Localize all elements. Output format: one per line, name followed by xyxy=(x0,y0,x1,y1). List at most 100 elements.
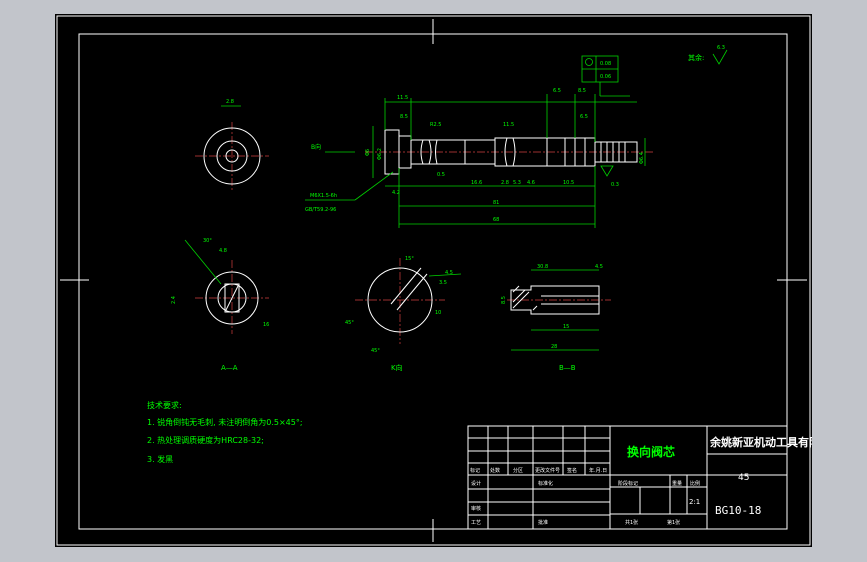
a-view-label: A—A xyxy=(221,364,238,372)
tb-role-design: 设计 xyxy=(471,480,481,487)
tolerance-row1-value: 0.08 xyxy=(600,61,611,67)
k-view-label: K向 xyxy=(391,363,403,372)
tb-material: 45 xyxy=(738,473,749,483)
tb-header-3: 分区 xyxy=(513,467,523,474)
dim-mid-5: 4.6 xyxy=(527,180,535,186)
dim-diameter-left: Φ6.2 xyxy=(377,148,383,160)
tb-header-2: 处数 xyxy=(490,467,500,474)
b-view-dim-top1: 30.8 xyxy=(537,264,548,270)
shaft-groove-2 xyxy=(504,137,516,167)
tb-stage-label: 阶段标记 xyxy=(618,480,638,487)
dim-bottom: 81 xyxy=(493,200,499,206)
b-view-hatch xyxy=(512,285,538,311)
thread-callout: GB/T59.2-96 xyxy=(305,207,336,213)
tb-role-review: 审核 xyxy=(471,505,481,512)
tb-drawing-number: BG10-18 xyxy=(715,504,761,517)
section-a-view: 30° 4.8 2.4 16 A—A xyxy=(171,238,269,372)
k-view-angle1: 15° xyxy=(405,256,414,262)
tb-company: 余姚新亚机动工具有限公司 xyxy=(709,435,812,449)
b-direction-label: B向 xyxy=(311,143,321,151)
roughness-symbol xyxy=(712,49,728,65)
a-view-slot xyxy=(224,283,240,313)
dim-mid-3: 2.8 xyxy=(501,180,509,186)
dim-mid-4: 5.3 xyxy=(513,180,521,186)
tb-header-4: 更改文件号 xyxy=(535,467,560,474)
tb-scale-value: 2:1 xyxy=(689,498,700,506)
dim-total: 68 xyxy=(493,217,499,223)
notes-heading: 技术要求: xyxy=(147,400,182,410)
dim-top-5: 11.5 xyxy=(503,122,514,128)
technical-notes: 技术要求: 1. 锐角倒钝无毛刺, 未注明倒角为0.5×45°; 2. 热处理调… xyxy=(147,400,303,464)
k-view-dim-line xyxy=(428,273,462,277)
a-view-angle-line xyxy=(184,239,222,285)
dim-top-1: 11.5 xyxy=(397,95,408,101)
thread-leader xyxy=(354,171,394,201)
dim-top-6: 6.5 xyxy=(580,114,588,120)
b-view-dim-top2: 4.5 xyxy=(595,264,603,270)
roughness-value: 6.3 xyxy=(717,45,725,51)
tb-sheet-total: 共1张 xyxy=(625,519,638,526)
dim-mid-1: 4.2 xyxy=(392,190,400,196)
right-chamfer: 0.3 xyxy=(611,182,619,188)
tb-role-process: 工艺 xyxy=(471,520,481,526)
tb-header-5: 签名 xyxy=(567,467,577,474)
dim-mid-6: 10.5 xyxy=(563,180,574,186)
tb-header-1: 标记 xyxy=(470,467,480,474)
left-end-view: 2.8 xyxy=(195,99,269,190)
a-view-outer xyxy=(205,271,259,325)
shaft-end-thread xyxy=(600,142,626,162)
b-view-bottom2: 28 xyxy=(551,344,557,350)
notes-item-2: 2. 热处理调质硬度为HRC28-32; xyxy=(147,435,264,445)
view-k: 15° 45° 45° 4.5 3.5 10 K向 xyxy=(345,256,462,372)
main-view: 11.5 6.5 8.5 R2.5 11.5 6.5 8.5 Φ6 Φ6.2 B… xyxy=(305,88,655,228)
a-view-cut xyxy=(225,285,239,311)
k-view-r2: 3.5 xyxy=(439,280,447,286)
dim-top-4: R2.5 xyxy=(430,122,441,128)
left-view-inner xyxy=(225,149,239,163)
notes-item-3: 3. 发黑 xyxy=(147,454,173,464)
left-view-outer xyxy=(203,127,261,185)
a-view-height: 2.4 xyxy=(171,296,177,304)
left-view-dim-text: 2.8 xyxy=(226,99,234,105)
tb-scale-label: 比例 xyxy=(690,480,700,487)
sheet-border-outer xyxy=(56,15,811,546)
title-block-frame xyxy=(467,425,788,530)
b-view-bottom1: 15 xyxy=(563,324,569,330)
sheet-border-inner xyxy=(78,33,788,530)
notes-item-1: 1. 锐角倒钝无毛刺, 未注明倒角为0.5×45°; xyxy=(147,417,303,427)
tolerance-row2-value: 0.06 xyxy=(600,74,611,80)
tb-role-approve: 批准 xyxy=(538,519,548,526)
shaft-end xyxy=(594,141,638,163)
shaft-groove-1 xyxy=(420,139,438,165)
a-view-width: 4.8 xyxy=(219,248,227,254)
section-b-view: 30.8 4.5 8.5 15 28 B—B xyxy=(501,264,611,372)
k-view-angle2: 45° xyxy=(345,320,354,326)
tb-part-name: 换向阀芯 xyxy=(627,444,675,459)
b-view-outline xyxy=(510,285,600,315)
dim-top-2: 6.5 xyxy=(553,88,561,94)
thread-label: M6X1.5-6h xyxy=(310,193,337,199)
k-view-r3: 10 xyxy=(435,310,441,316)
drawing-sheet: 其余: 6.3 0.08 0.06 xyxy=(56,15,812,546)
left-view-mid xyxy=(216,140,248,172)
tolerance-symbol xyxy=(585,58,593,66)
a-view-angle: 30° xyxy=(203,238,212,244)
k-view-angle3: 45° xyxy=(371,348,380,354)
right-datum-marker xyxy=(600,165,614,177)
b-view-dim-left: 8.5 xyxy=(501,296,507,304)
dim-top-7: 8.5 xyxy=(400,114,408,120)
k-view-r1: 4.5 xyxy=(445,270,453,276)
k-view-slot-2 xyxy=(396,273,428,311)
a-view-side: 16 xyxy=(263,322,269,328)
tb-header-6: 年.月.日 xyxy=(589,467,607,474)
dim-height-left: Φ6 xyxy=(365,149,371,156)
dim-mid-7: 0.5 xyxy=(437,172,445,178)
dim-mid-2: 16.6 xyxy=(471,180,482,186)
tb-sheet-number: 第1张 xyxy=(667,519,680,526)
dim-top-3: 8.5 xyxy=(578,88,586,94)
b-view-label: B—B xyxy=(559,364,576,372)
drawing-canvas[interactable]: 其余: 6.3 0.08 0.06 xyxy=(55,14,812,547)
tb-role-standard: 标准化 xyxy=(538,480,553,487)
title-block: 标记 处数 分区 更改文件号 签名 年.月.日 设计 标准化 审核 工艺 批准 … xyxy=(467,425,812,530)
